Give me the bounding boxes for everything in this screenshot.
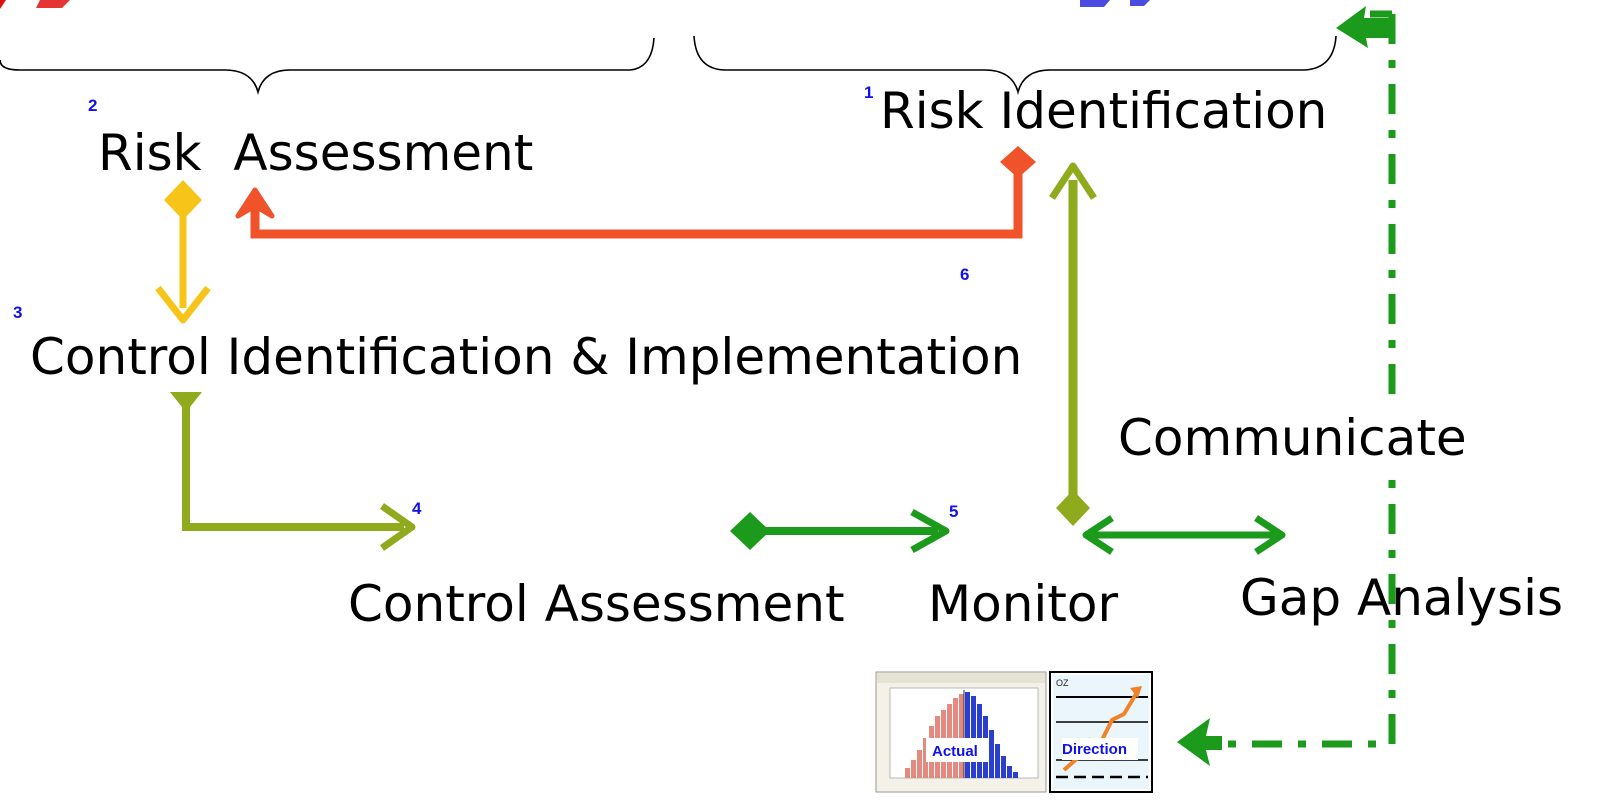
right-brace [693,35,1337,96]
communicate-loop [1196,10,1396,748]
risk-identification-label: Risk Identification [880,82,1327,140]
communicate-label: Communicate [1118,409,1467,467]
communicate-arrowhead-top [1336,6,1390,48]
loop-number: 6 [960,265,969,284]
control-assessment-number: 4 [412,499,422,518]
risk-assessment-label: Risk Assessment [98,124,533,182]
direction-corner-text: OZ [1056,678,1069,688]
control-identification-label: Control Identification & Implementation [30,328,1022,386]
red-feedback-arrow [235,146,1036,239]
control-assessment-label: Control Assessment [348,575,845,633]
risk-assessment-number: 2 [88,96,97,115]
monitor-label: Monitor [928,575,1119,633]
risk-identification-number: 1 [864,83,873,102]
olive-arrow-up [1049,162,1097,526]
direction-thumbnail: OZ Direction [1049,671,1153,793]
green-arrow-monitor [730,508,950,554]
double-green-arrow [1082,515,1286,555]
left-brace [0,37,655,96]
monitor-number: 5 [949,502,958,521]
cropped-heading-fragments [0,0,1150,9]
control-identification-number: 3 [13,303,22,322]
olive-arrow [170,392,416,551]
actual-thumbnail: Actual [875,671,1047,793]
actual-label: Actual [932,743,978,760]
yellow-arrow [155,180,211,324]
gap-analysis-label: Gap Analysis [1240,569,1563,627]
communicate-arrowhead-bottom [1177,718,1222,766]
direction-label: Direction [1062,741,1127,758]
